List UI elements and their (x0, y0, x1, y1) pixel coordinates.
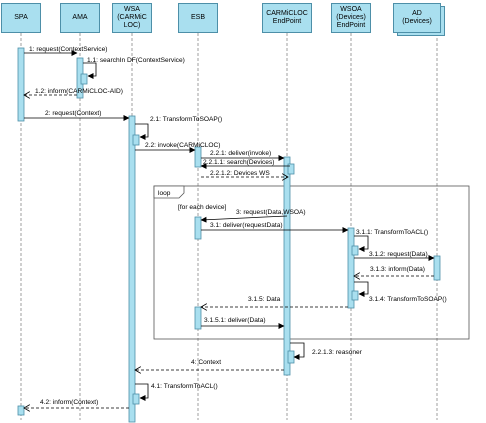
participant-wsa: WSA (CARMiC LOC) (112, 3, 152, 33)
msg-2-1-label: 2.1: TransformToSOAP() (150, 116, 222, 123)
msg-1-label: 1: request(ContextService) (29, 46, 107, 53)
activation-wsa-2 (132, 134, 140, 146)
activation-esb-3 (194, 306, 202, 330)
msg-3-arrow (200, 215, 288, 223)
msg-3-label: 3: request(Data,WSOA) (236, 209, 306, 216)
participant-ama: AMA (60, 3, 100, 33)
msg-4-2-label: 4.2: inform(Context) (40, 399, 98, 406)
msg-2-label: 2: request(Context) (45, 110, 101, 117)
msg-3-1-label: 3.1: deliver(requestData) (210, 222, 283, 229)
msg-1-2-label: 1.2: inform(CARMiCLOC-AID) (35, 88, 123, 95)
participant-spa: SPA (1, 3, 41, 33)
msg-4-1-arrow (135, 383, 149, 401)
msg-3-1-2-label: 3.1.2: request(Data) (369, 251, 428, 258)
activation-carmi-2 (287, 163, 295, 175)
msg-2-2-label: 2.2: invoke(CARMiCLOC) (145, 142, 220, 149)
activation-wsa-3 (132, 393, 140, 405)
msg-3-1-1-label: 3.1.1: TransformToACL() (356, 229, 428, 236)
participant-wsoa: WSOA (Devices) EndPoint (331, 3, 371, 33)
participant-esb: ESB (178, 3, 218, 33)
msg-2-2-1-1-label: 2.2.1.1: search(Devices) (203, 159, 274, 166)
msg-2-1-arrow (135, 123, 149, 140)
activation-wsoa-2 (351, 245, 359, 256)
msg-3-1-5-label: 3.1.5: Data (248, 296, 281, 303)
msg-2-2-1-label: 2.2.1: deliver(invoke) (210, 150, 271, 157)
msg-2-2-1-3-arrow (290, 342, 305, 360)
activation-spa-2 (17, 405, 25, 416)
activation-spa-1 (17, 47, 25, 122)
msg-3-1-4-label: 3.1.4: TransformToSOAP() (369, 296, 447, 303)
msg-3-1-4-arrow (354, 281, 369, 297)
msg-3-1-5-1-label: 3.1.5.1: deliver(Data) (204, 317, 266, 324)
msg-1-1-label: 1.1: searchIn DF(ContextService) (87, 57, 185, 64)
activation-carmi-1 (283, 156, 291, 376)
activation-wsoa-3 (351, 290, 359, 301)
activation-ad-1 (433, 255, 441, 281)
msg-4-1-label: 4.1: TransformToACL() (151, 383, 218, 390)
loop-frame (153, 185, 470, 340)
activation-wsoa-1 (347, 227, 355, 309)
participant-ad: AD (Devices) (393, 3, 441, 33)
msg-4-label: 4: Context (191, 359, 221, 366)
participant-carmi: CARMiCLOC EndPoint (262, 3, 312, 33)
msg-2-2-1-2-label: 2.2.1.2: Devices WS (210, 170, 270, 177)
loop-tab (153, 185, 185, 199)
msg-3-1-3-label: 3.1.3: inform(Data) (370, 266, 425, 273)
activation-wsa-1 (128, 115, 136, 423)
activation-ama-2 (80, 73, 88, 85)
msg-3-1-1-arrow (354, 235, 369, 252)
activation-carmi-3 (287, 350, 295, 364)
loop-guard: [for each device] (178, 204, 227, 211)
msg-1-1-arrow (83, 62, 97, 79)
msg-2-2-1-3-label: 2.2.1.3: reasoner (312, 349, 363, 356)
activation-esb-1 (194, 146, 202, 168)
loop-title: loop (158, 190, 171, 197)
activation-esb-2 (194, 216, 202, 240)
